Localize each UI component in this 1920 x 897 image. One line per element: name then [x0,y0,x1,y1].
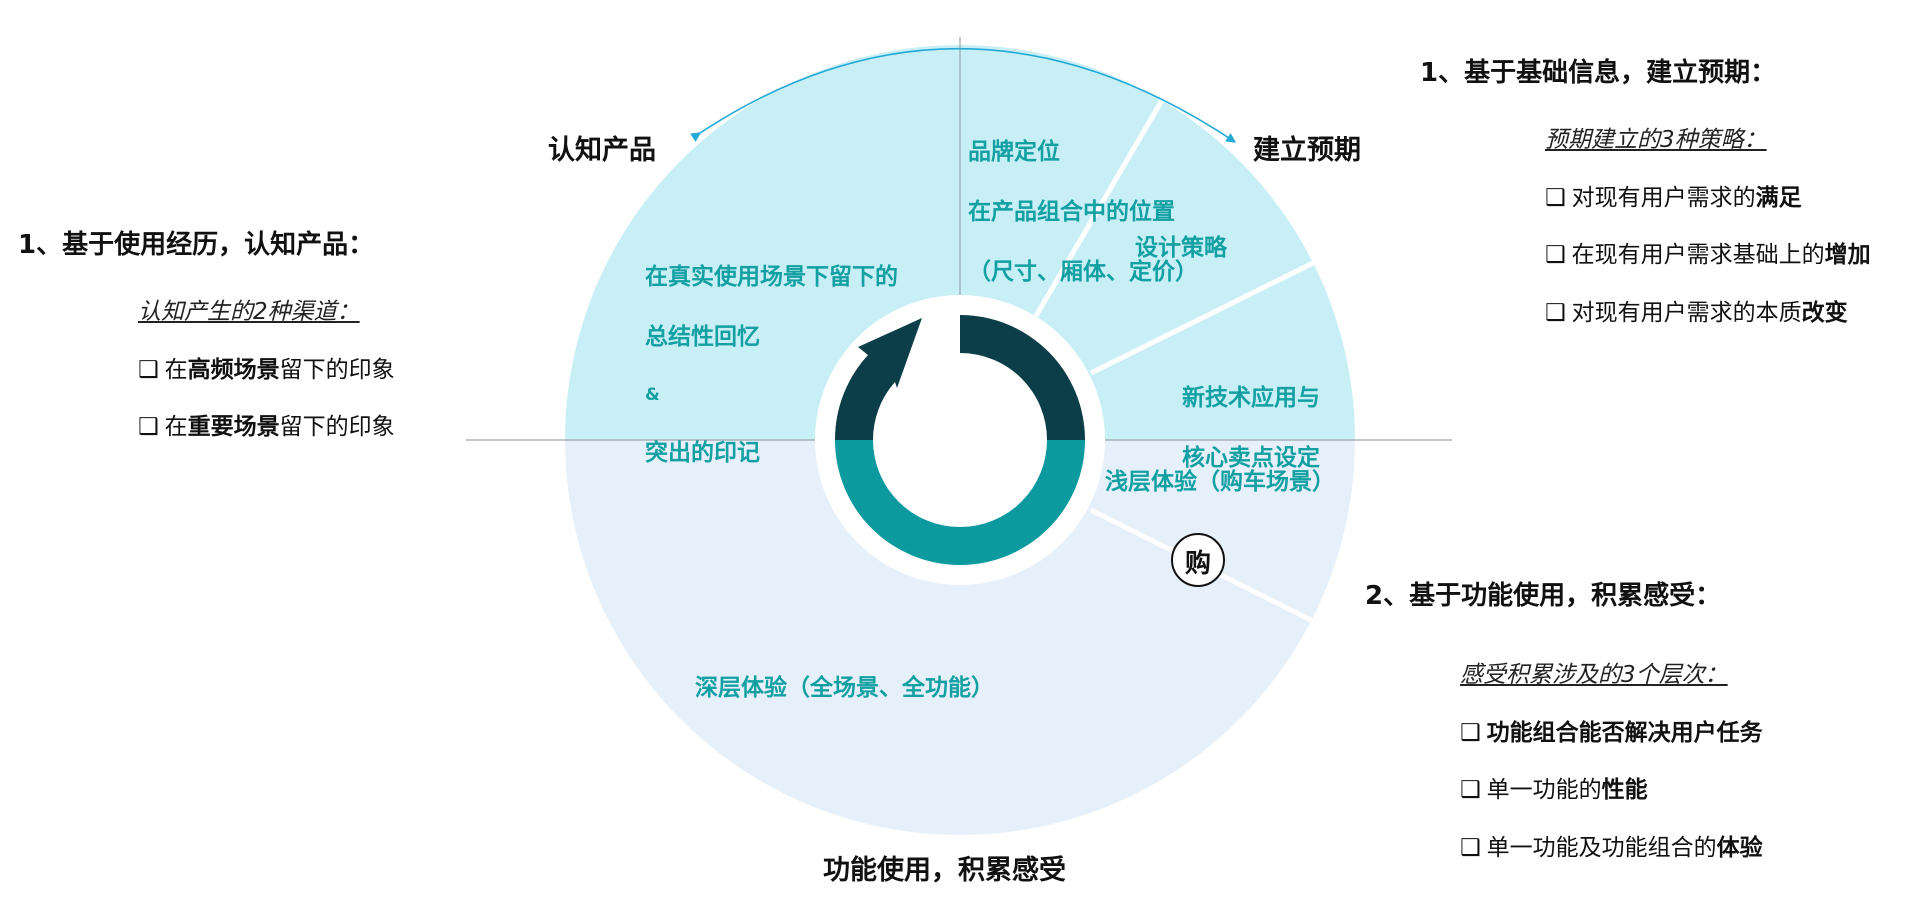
sector-memory: 在真实使用场景下留下的 总结性回忆 & 突出的印记 [645,232,898,498]
top-cycle-arrow [690,47,1237,143]
divider-brand-design [1033,93,1168,318]
right-bottom-panel-item: ❑单一功能的性能 [1460,777,1648,803]
tech-line-1: 新技术应用与 [1182,385,1320,411]
purchase-badge-label: 购 [1184,549,1211,579]
label-function-use: 功能使用，积累感受 [823,855,1066,886]
checkbox-icon: ❑ [138,414,159,440]
brand-line-2: 在产品组合中的位置 [968,199,1175,225]
checkbox-icon: ❑ [1460,720,1481,746]
ring-teal-segment [835,440,1085,565]
right-top-panel-item: ❑对现有用户需求的本质改变 [1545,300,1848,326]
right-bottom-panel-item: ❑功能组合能否解决用户任务 [1460,720,1763,746]
sector-design: 设计策略 [1135,235,1227,261]
purchase-badge-circle [1171,533,1225,587]
left-panel-item: ❑在重要场景留下的印象 [138,414,395,440]
memory-line-1: 在真实使用场景下留下的 [645,264,898,290]
sector-brand: 品牌定位 在产品组合中的位置 （尺寸、厢体、定价） [968,107,1198,317]
sector-tech: 新技术应用与 核心卖点设定 [1182,353,1320,503]
right-top-panel-subtitle: 预期建立的3种策略： [1545,127,1767,153]
left-panel-subtitle: 认知产生的2种渠道： [138,299,360,325]
checkbox-icon: ❑ [138,357,159,383]
right-top-panel-title: 1、基于基础信息，建立预期： [1420,58,1777,88]
memory-ampersand: & [645,385,660,405]
memory-line-2: 总结性回忆 [645,324,760,350]
left-panel-item: ❑在高频场景留下的印象 [138,357,395,383]
label-build-expectation: 建立预期 [1253,135,1361,166]
ring-dark-left-arrow [834,318,922,440]
right-top-panel-item: ❑对现有用户需求的满足 [1545,185,1802,211]
right-bottom-panel-title: 2、基于功能使用，积累感受： [1365,581,1722,611]
divider-design-tech [1089,259,1317,376]
checkbox-icon: ❑ [1545,185,1566,211]
checkbox-icon: ❑ [1545,300,1566,326]
memory-line-3: 突出的印记 [645,440,760,466]
right-top-panel-item: ❑在现有用户需求基础上的增加 [1545,242,1871,268]
right-bottom-panel-item: ❑单一功能及功能组合的体验 [1460,835,1763,861]
brand-line-3: （尺寸、厢体、定价） [968,259,1198,285]
tech-line-2: 核心卖点设定 [1182,445,1320,471]
label-cognize-product: 认知产品 [548,135,656,166]
right-bottom-panel-subtitle: 感受积累涉及的3个层次： [1460,662,1728,688]
checkbox-icon: ❑ [1460,835,1481,861]
ring-dark-right-segment [960,315,1085,440]
lower-half-disc [565,440,1355,835]
sector-shallow-experience: 浅层体验（购车场景） [1105,469,1335,495]
checkbox-icon: ❑ [1460,777,1481,803]
brand-line-1: 品牌定位 [968,139,1060,165]
checkbox-icon: ❑ [1545,242,1566,268]
sector-deep-experience: 深层体验（全场景、全功能） [695,675,994,701]
left-panel-title: 1、基于使用经历，认知产品： [18,230,375,260]
